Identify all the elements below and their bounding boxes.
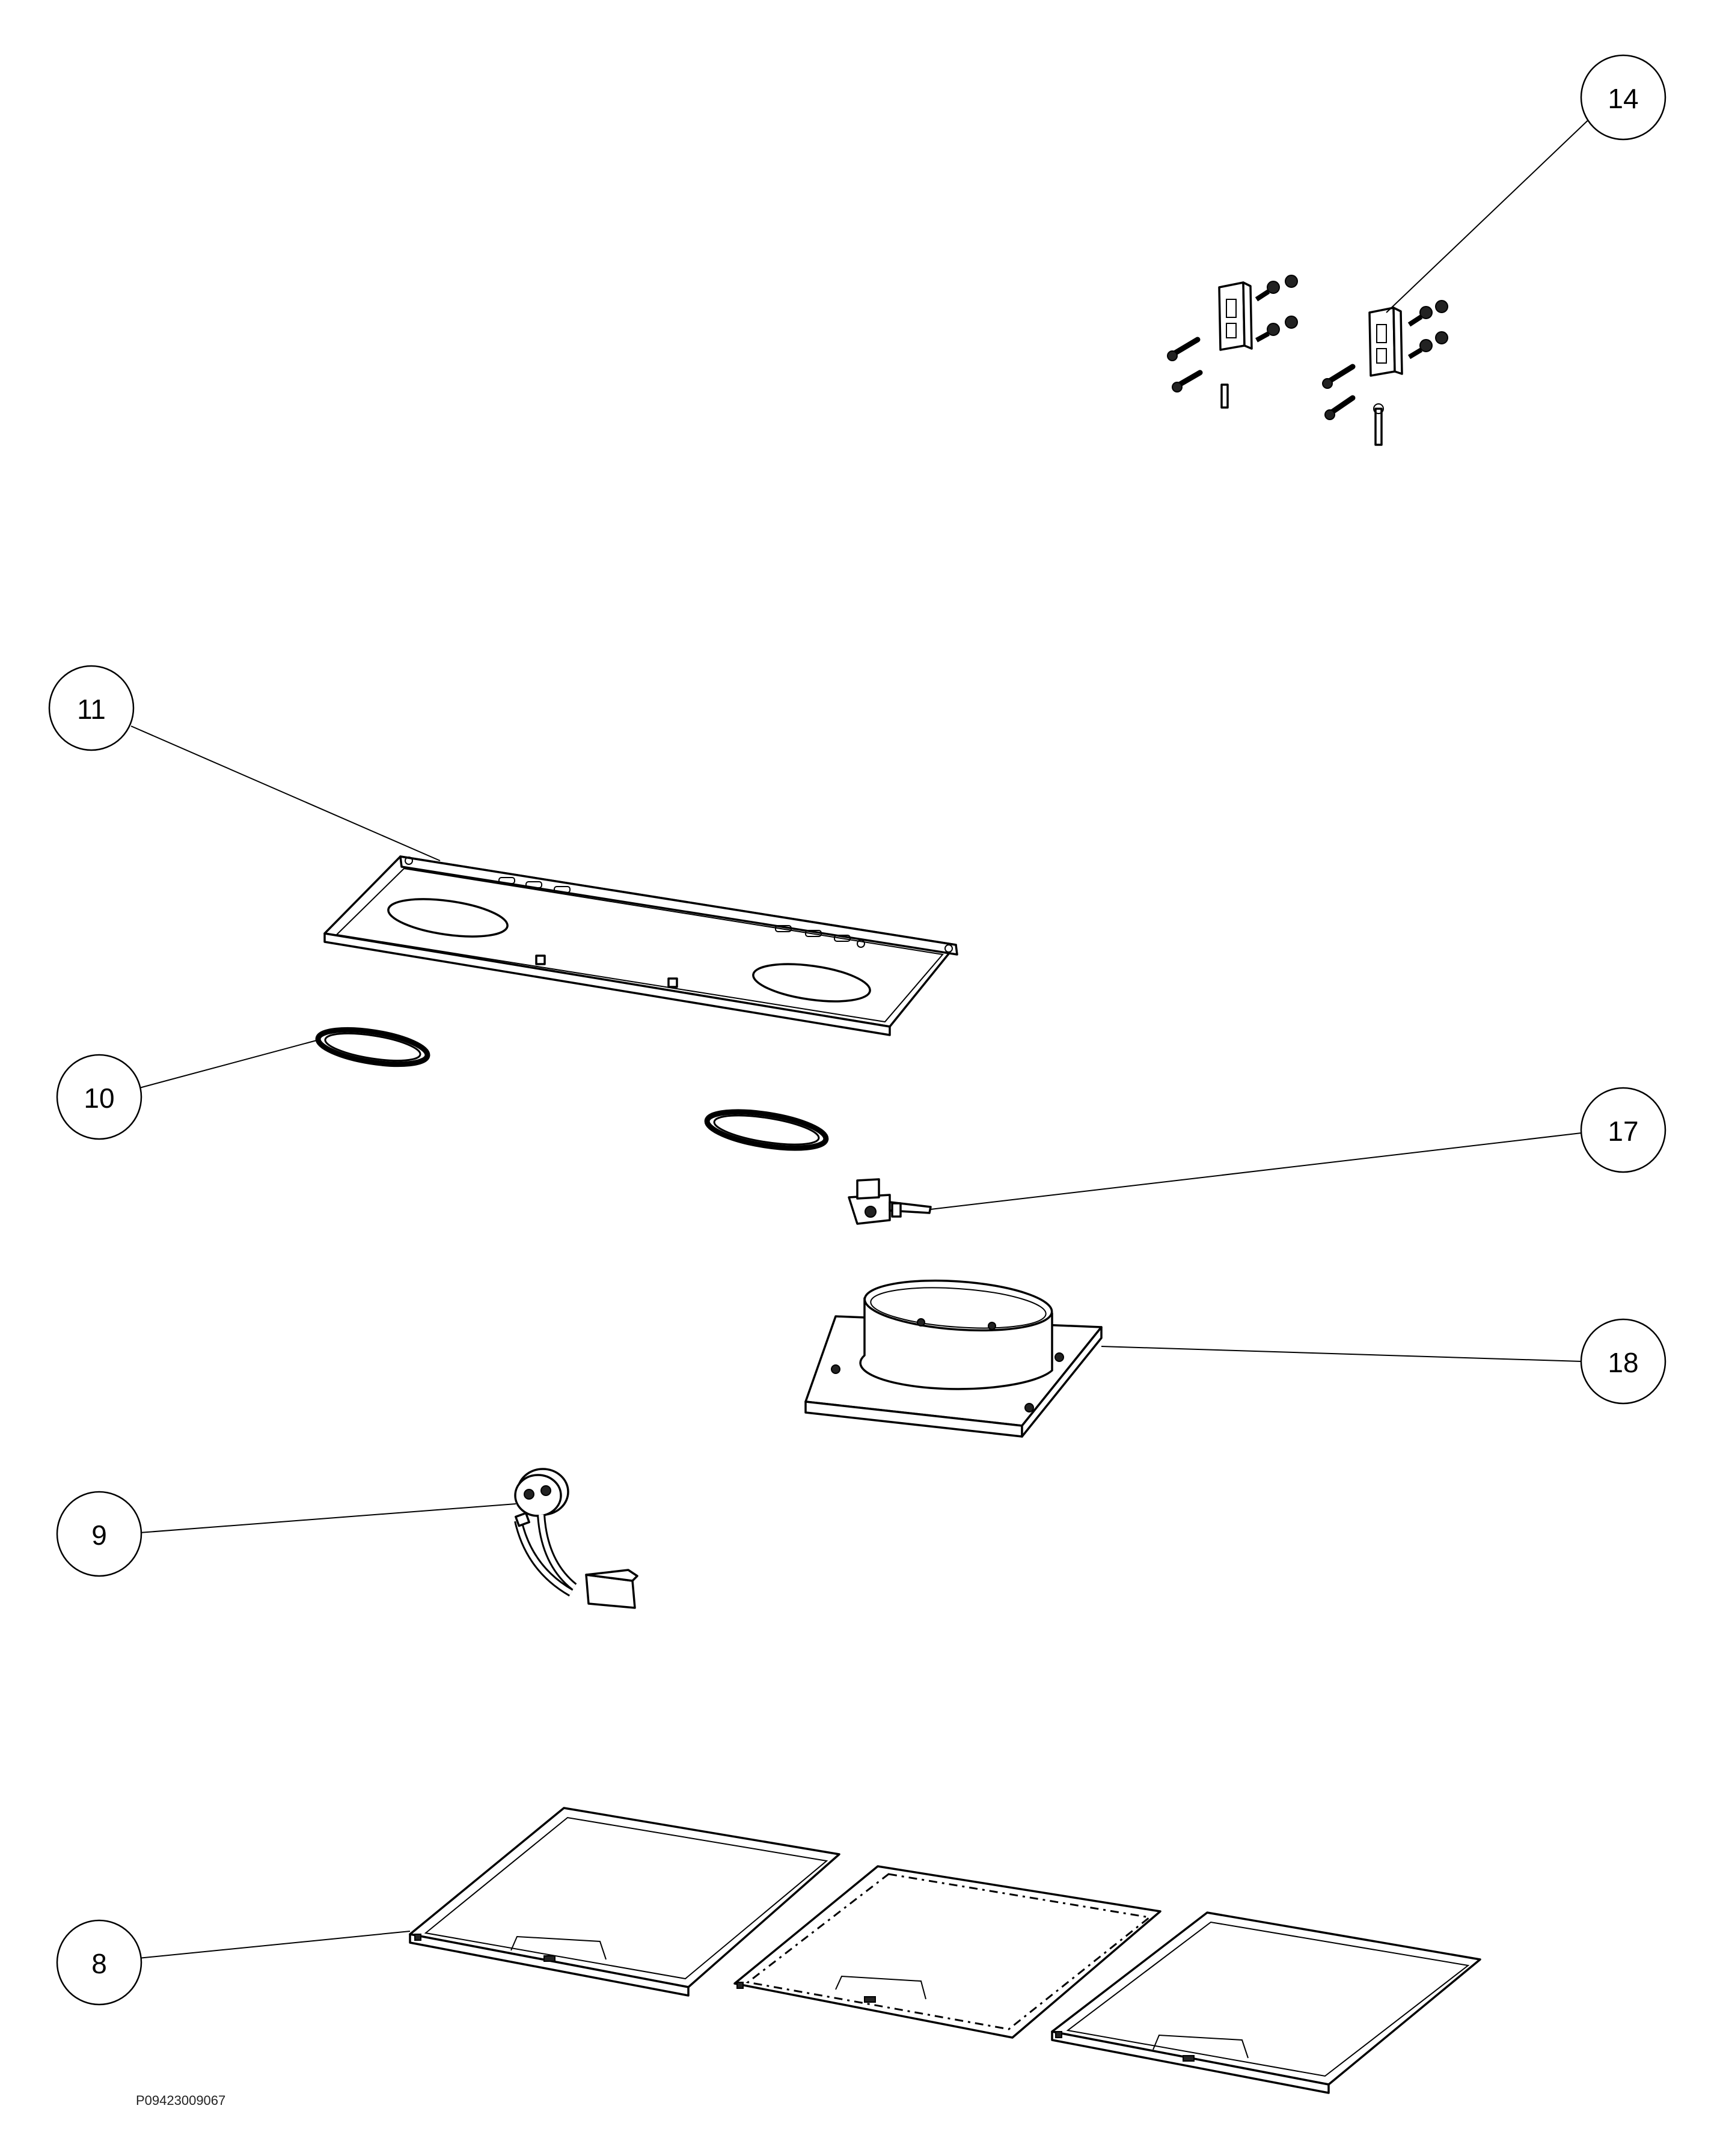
part-18-duct-collar-plate xyxy=(804,1279,1103,1438)
leader-lines xyxy=(130,114,1595,1959)
part-17-damper-clip xyxy=(848,1178,932,1225)
callout-label-11: 11 xyxy=(77,694,106,725)
callout-18: 18 xyxy=(1580,1318,1666,1405)
callout-label-18: 18 xyxy=(1608,1347,1638,1378)
drawing-code: P09423009067 xyxy=(136,2093,226,2108)
callout-label-9: 9 xyxy=(91,1519,107,1551)
callout-8: 8 xyxy=(56,1919,142,2006)
part-8-grease-filters xyxy=(409,1807,1481,2094)
callout-14: 14 xyxy=(1580,54,1666,141)
callout-17: 17 xyxy=(1580,1087,1666,1173)
callout-label-10: 10 xyxy=(84,1083,114,1114)
part-10-gasket-rings xyxy=(315,1027,829,1151)
part-9-lamp-cable xyxy=(514,1468,638,1609)
callout-label-8: 8 xyxy=(91,1948,107,1979)
callout-10: 10 xyxy=(56,1054,142,1140)
callout-11: 11 xyxy=(48,665,135,751)
callout-9: 9 xyxy=(56,1491,142,1577)
callout-label-17: 17 xyxy=(1608,1116,1638,1147)
part-14-wall-brackets xyxy=(1167,275,1448,446)
callout-label-14: 14 xyxy=(1608,83,1638,114)
part-11-top-panel xyxy=(323,855,958,1036)
